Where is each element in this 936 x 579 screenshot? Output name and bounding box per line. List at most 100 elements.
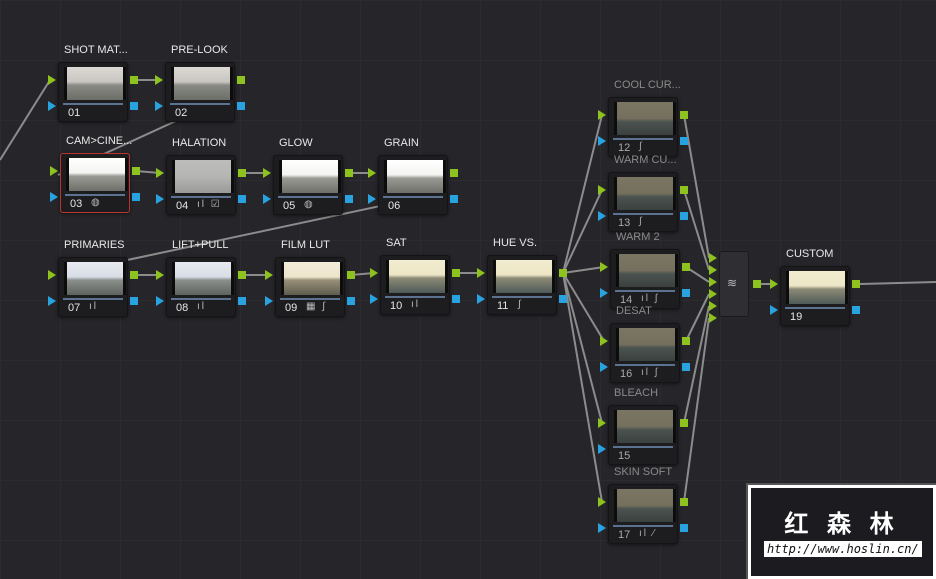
rgb-output-port[interactable]: [238, 271, 246, 279]
rgb-input-port[interactable]: [370, 268, 378, 278]
mixer-input-port[interactable]: [709, 277, 717, 287]
layer-mixer-node[interactable]: ≋: [719, 251, 749, 317]
rgb-input-port[interactable]: [155, 75, 163, 85]
rgb-input-port[interactable]: [265, 270, 273, 280]
rgb-output-port[interactable]: [680, 419, 688, 427]
alpha-input-port[interactable]: [265, 296, 273, 306]
rgb-output-port[interactable]: [452, 269, 460, 277]
alpha-output-port[interactable]: [452, 295, 460, 303]
alpha-output-port[interactable]: [680, 137, 688, 145]
alpha-output-port[interactable]: [559, 295, 567, 303]
mixer-input-port[interactable]: [709, 301, 717, 311]
rgb-output-port[interactable]: [450, 169, 458, 177]
rgb-input-port[interactable]: [48, 75, 56, 85]
rgb-output-port[interactable]: [130, 76, 138, 84]
rgb-input-port[interactable]: [600, 336, 608, 346]
alpha-input-port[interactable]: [770, 305, 778, 315]
node-01[interactable]: SHOT MAT...01: [58, 44, 128, 122]
rgb-output-port[interactable]: [680, 186, 688, 194]
alpha-output-port[interactable]: [680, 524, 688, 532]
alpha-output-port[interactable]: [238, 297, 246, 305]
alpha-output-port[interactable]: [130, 297, 138, 305]
rgb-output-port[interactable]: [680, 498, 688, 506]
rgb-input-port[interactable]: [48, 270, 56, 280]
mixer-output-port[interactable]: [753, 280, 761, 288]
node-thumbnail: [786, 271, 848, 304]
alpha-input-port[interactable]: [598, 211, 606, 221]
rgb-input-port[interactable]: [156, 270, 164, 280]
rgb-input-port[interactable]: [156, 168, 164, 178]
mixer-input-port[interactable]: [709, 265, 717, 275]
rgb-input-port[interactable]: [50, 166, 58, 176]
alpha-output-port[interactable]: [238, 195, 246, 203]
mixer-input-port[interactable]: [709, 313, 717, 323]
alpha-input-port[interactable]: [477, 294, 485, 304]
node-13[interactable]: WARM CU...13∫: [608, 154, 678, 232]
alpha-output-port[interactable]: [682, 363, 690, 371]
alpha-input-port[interactable]: [48, 296, 56, 306]
alpha-output-port[interactable]: [345, 195, 353, 203]
alpha-input-port[interactable]: [155, 101, 163, 111]
rgb-input-port[interactable]: [770, 279, 778, 289]
mixer-input-port[interactable]: [709, 289, 717, 299]
alpha-input-port[interactable]: [156, 296, 164, 306]
mixer-input-port[interactable]: [709, 253, 717, 263]
rgb-output-port[interactable]: [559, 269, 567, 277]
rgb-input-port[interactable]: [598, 185, 606, 195]
node-12[interactable]: COOL CUR...12∫: [608, 79, 681, 157]
alpha-input-port[interactable]: [368, 194, 376, 204]
alpha-input-port[interactable]: [156, 194, 164, 204]
rgb-input-port[interactable]: [368, 168, 376, 178]
rgb-output-port[interactable]: [238, 169, 246, 177]
rgb-input-port[interactable]: [600, 262, 608, 272]
alpha-input-port[interactable]: [48, 101, 56, 111]
alpha-input-port[interactable]: [600, 288, 608, 298]
alpha-input-port[interactable]: [600, 362, 608, 372]
rgb-input-port[interactable]: [598, 497, 606, 507]
rgb-input-port[interactable]: [477, 268, 485, 278]
node-label: GLOW: [279, 137, 313, 149]
rgb-input-port[interactable]: [263, 168, 271, 178]
alpha-output-port[interactable]: [347, 297, 355, 305]
node-11[interactable]: HUE VS.11∫: [487, 237, 557, 315]
alpha-output-port[interactable]: [130, 102, 138, 110]
alpha-output-port[interactable]: [132, 193, 140, 201]
alpha-output-port[interactable]: [852, 306, 860, 314]
node-03[interactable]: CAM>CINE...03◍: [60, 135, 132, 213]
alpha-output-port[interactable]: [450, 195, 458, 203]
rgb-input-port[interactable]: [598, 418, 606, 428]
rgb-output-port[interactable]: [682, 337, 690, 345]
alpha-input-port[interactable]: [370, 294, 378, 304]
alpha-input-port[interactable]: [598, 136, 606, 146]
alpha-input-port[interactable]: [263, 194, 271, 204]
alpha-output-port[interactable]: [237, 102, 245, 110]
alpha-input-port[interactable]: [598, 523, 606, 533]
rgb-output-port[interactable]: [237, 76, 245, 84]
rgb-input-port[interactable]: [598, 110, 606, 120]
rgb-output-port[interactable]: [682, 263, 690, 271]
rgb-output-port[interactable]: [345, 169, 353, 177]
alpha-output-port[interactable]: [682, 289, 690, 297]
rgb-output-port[interactable]: [132, 167, 140, 175]
connection-line: [562, 272, 603, 424]
rgb-output-port[interactable]: [680, 111, 688, 119]
alpha-output-port[interactable]: [680, 212, 688, 220]
rgb-output-port[interactable]: [347, 271, 355, 279]
alpha-input-port[interactable]: [598, 444, 606, 454]
rgb-output-port[interactable]: [130, 271, 138, 279]
rgb-output-port[interactable]: [852, 280, 860, 288]
alpha-input-port[interactable]: [50, 192, 58, 202]
